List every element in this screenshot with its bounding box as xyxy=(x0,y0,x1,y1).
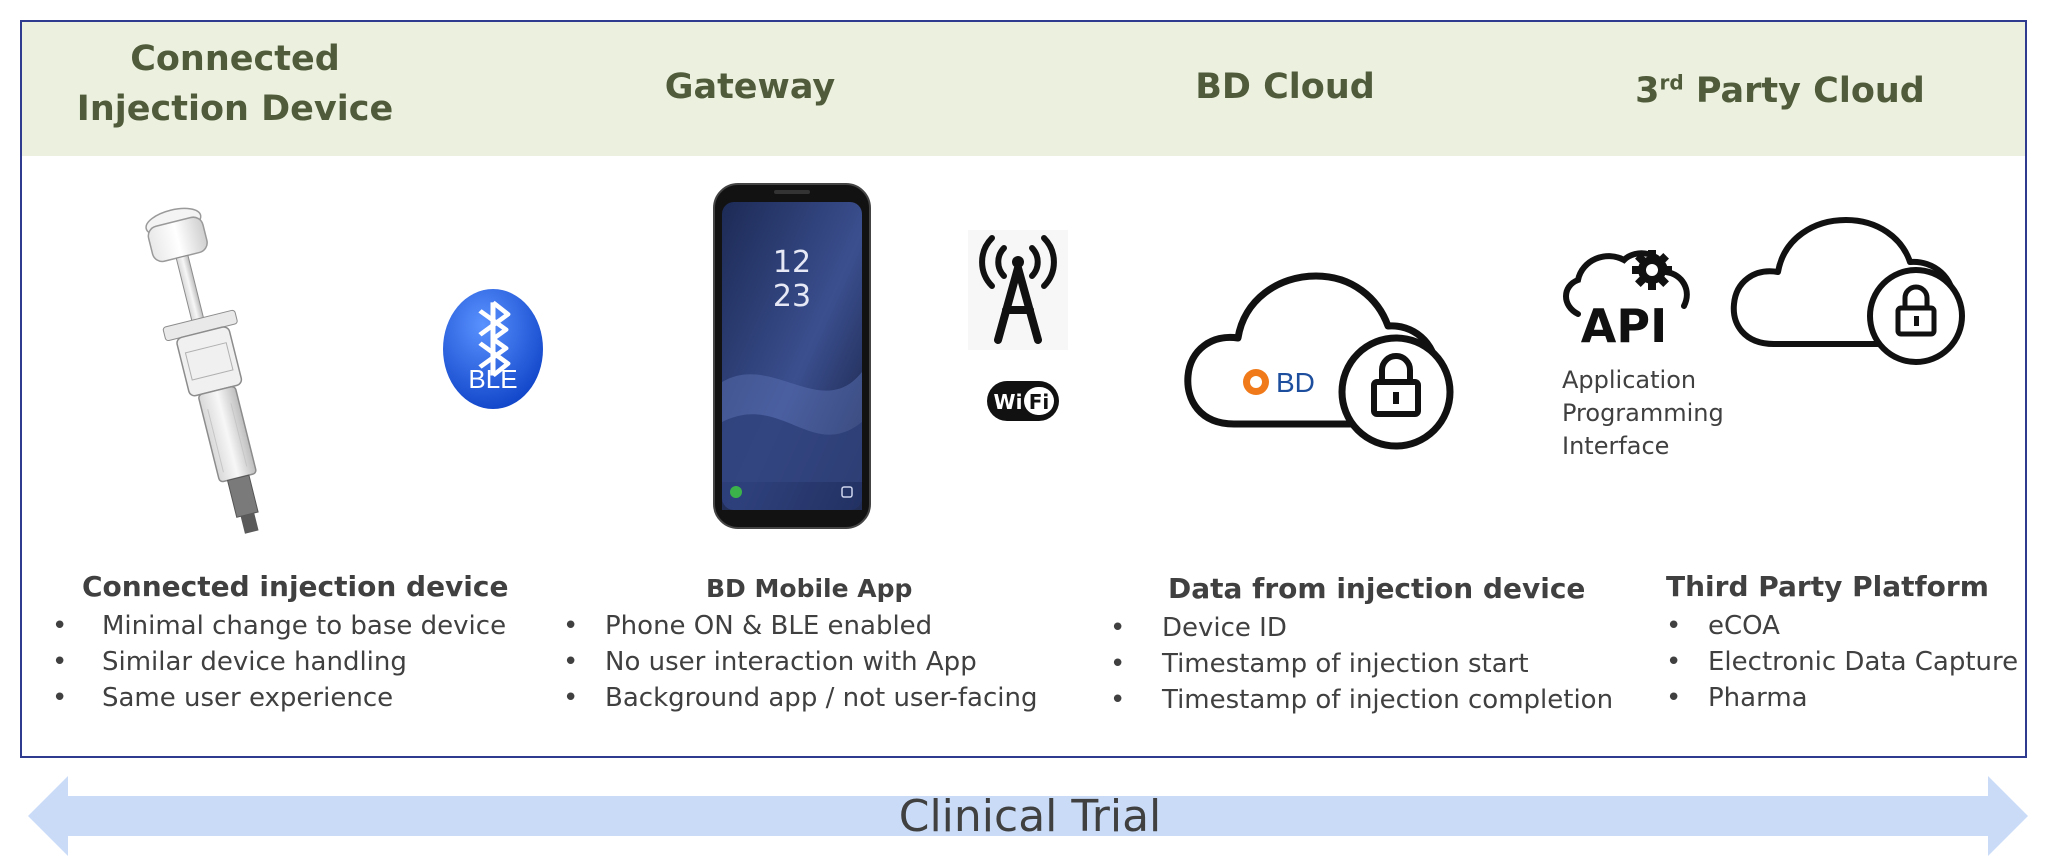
phone-clock-hour: 12 xyxy=(773,245,811,280)
column-title-device-text: Connected Injection Device xyxy=(76,39,394,129)
bullet-item: Phone ON & BLE enabled xyxy=(563,608,1037,644)
bullet-item: Similar device handling xyxy=(52,644,506,680)
section-heading-device: Connected injection device xyxy=(82,570,509,603)
injection-device-icon xyxy=(145,207,259,534)
gear-icon xyxy=(1632,250,1672,290)
wifi-icon: Wi Fi xyxy=(987,381,1059,421)
wifi-label-wi: Wi xyxy=(994,390,1023,414)
api-caption-line: Application xyxy=(1562,366,1697,394)
bullet-item: eCOA xyxy=(1666,608,2018,644)
clinical-trial-label: Clinical Trial xyxy=(898,791,1162,842)
title-prefix: 3 xyxy=(1635,71,1660,111)
phone-clock-minute: 23 xyxy=(773,279,811,314)
bullet-item: Electronic Data Capture xyxy=(1666,644,2018,680)
column-title-third-party-cloud: 3rd Party Cloud xyxy=(1600,66,1960,116)
bullet-list-data: Device ID Timestamp of injection start T… xyxy=(1110,610,1613,718)
api-label: API xyxy=(1581,299,1667,353)
bullet-list-app: Phone ON & BLE enabled No user interacti… xyxy=(563,608,1037,716)
bd-logo: BD xyxy=(1243,367,1315,398)
section-heading-third-party: Third Party Platform xyxy=(1666,570,1989,603)
bullet-item: Background app / not user-facing xyxy=(563,680,1037,716)
bullet-item: No user interaction with App xyxy=(563,644,1037,680)
double-arrow xyxy=(28,776,2028,856)
bullet-list-device: Minimal change to base device Similar de… xyxy=(52,608,506,716)
ble-label: BLE xyxy=(468,364,517,394)
bullet-item: Device ID xyxy=(1110,610,1613,646)
bullet-item: Timestamp of injection completion xyxy=(1110,682,1613,718)
bullet-item: Same user experience xyxy=(52,680,506,716)
api-caption-line: Programming xyxy=(1562,399,1724,427)
column-title-device: Connected Injection Device xyxy=(40,34,430,134)
header-band xyxy=(22,22,2025,156)
bullet-item: Minimal change to base device xyxy=(52,608,506,644)
bullet-item: Timestamp of injection start xyxy=(1110,646,1613,682)
section-heading-app: BD Mobile App xyxy=(706,574,913,603)
smartphone-icon: 12 23 xyxy=(713,183,871,529)
title-suffix: Party Cloud xyxy=(1683,71,1925,111)
column-title-bd-cloud-text: BD Cloud xyxy=(1195,67,1375,107)
title-superscript: rd xyxy=(1659,70,1684,95)
api-caption: Application Programming Interface xyxy=(1562,364,1724,463)
column-title-bd-cloud: BD Cloud xyxy=(1130,62,1440,112)
wifi-label-fi: Fi xyxy=(1029,390,1050,414)
third-party-cloud-icon xyxy=(1730,217,1965,365)
bullet-item: Pharma xyxy=(1666,680,2018,716)
cell-tower-icon xyxy=(968,230,1068,350)
bullet-list-third-party: eCOA Electronic Data Capture Pharma xyxy=(1666,608,2018,716)
bd-logo-text: BD xyxy=(1276,367,1315,398)
bluetooth-ble-icon: BLE xyxy=(443,289,543,409)
column-title-gateway: Gateway xyxy=(600,62,900,112)
bd-cloud-icon: BD xyxy=(1184,272,1454,450)
api-icon: API xyxy=(1563,250,1690,353)
api-caption-line: Interface xyxy=(1562,432,1670,460)
section-heading-data: Data from injection device xyxy=(1168,572,1586,605)
column-title-gateway-text: Gateway xyxy=(664,67,836,107)
